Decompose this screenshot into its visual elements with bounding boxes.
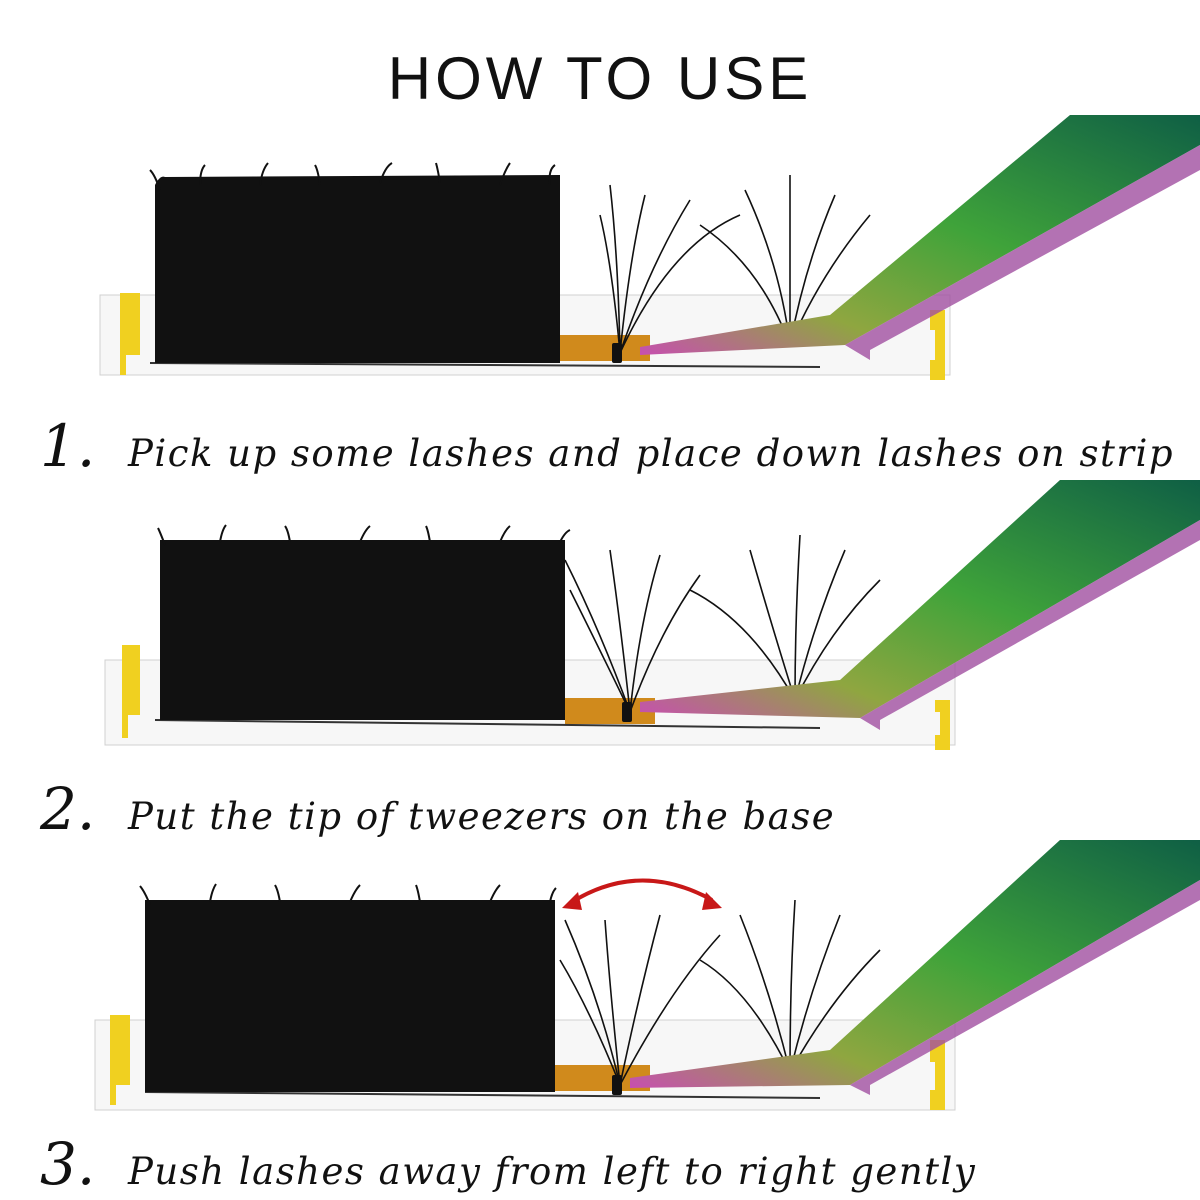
step-1-photo	[0, 115, 1200, 415]
tweezers	[630, 840, 1200, 1088]
lash-tips	[157, 524, 571, 546]
step-3-photo	[0, 840, 1200, 1140]
lash-block	[155, 175, 560, 363]
lash-tips	[139, 883, 557, 906]
lash-base	[622, 702, 632, 722]
step-3-illustration	[94, 840, 1200, 1111]
strip-marker-right	[930, 310, 945, 380]
lash-block	[160, 540, 565, 720]
push-arrow	[570, 878, 713, 904]
arrow-head-right	[702, 892, 722, 910]
lash-tips	[149, 162, 556, 191]
step-1-number: 1.	[40, 412, 96, 480]
step-1-text: Pick up some lashes and place down lashe…	[128, 432, 1175, 475]
tweezers	[640, 115, 1200, 355]
strip-marker-right	[935, 700, 950, 750]
lash-base	[612, 343, 622, 363]
arrow-head-left	[562, 892, 582, 910]
step-1-caption: 1. Pick up some lashes and place down la…	[40, 412, 1174, 482]
page-title: HOW TO USE	[387, 45, 813, 112]
lash-fan-1	[559, 914, 721, 1086]
step-3-number: 3.	[40, 1130, 96, 1198]
step-3-caption: 3. Push lashes away from left to right g…	[40, 1130, 976, 1200]
lash-fan-1	[599, 184, 741, 354]
step-2-text: Put the tip of tweezers on the base	[128, 795, 836, 838]
lash-fan-1	[564, 549, 701, 713]
lash-block	[145, 900, 555, 1092]
tweezers	[640, 480, 1200, 718]
step-2-number: 2.	[40, 775, 96, 843]
strip-marker-left	[120, 293, 140, 375]
strip-marker-left	[122, 645, 140, 738]
lash-base	[612, 1075, 622, 1095]
strip-marker-right	[930, 1040, 945, 1110]
step-2-illustration	[104, 480, 1200, 750]
step-1-illustration	[99, 115, 1200, 380]
strip-marker-left	[110, 1015, 130, 1105]
strip-tape	[555, 335, 650, 361]
step-2-photo	[0, 480, 1200, 780]
step-2-caption: 2. Put the tip of tweezers on the base	[40, 775, 835, 845]
step-3-text: Push lashes away from left to right gent…	[128, 1150, 977, 1193]
